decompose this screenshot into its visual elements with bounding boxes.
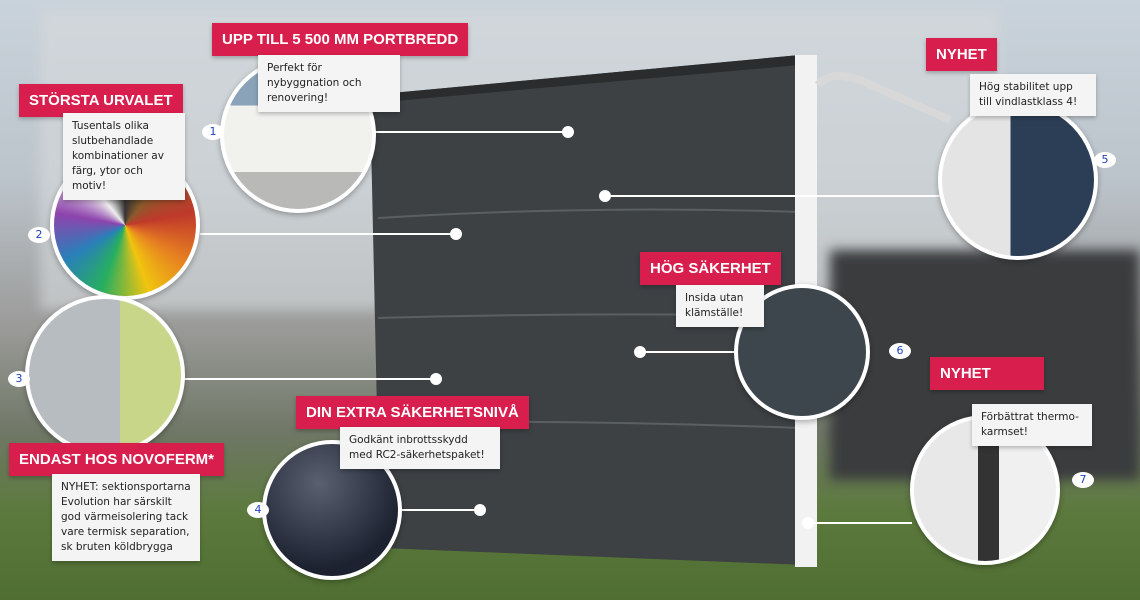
door-top-frame	[370, 55, 800, 103]
callout-text-6: Insida utan klämställe!	[676, 285, 764, 327]
callout-text-1: Perfekt för nybyggnation och renovering!	[258, 55, 400, 112]
callout-number-4: 4	[247, 502, 269, 518]
callout-number-5: 5	[1094, 152, 1116, 168]
panel-seam	[377, 208, 801, 219]
callout-text-4: Godkänt inbrottsskydd med RC2-säkerhetsp…	[340, 427, 500, 469]
callout-text-2: Tusentals olika slutbehandlade kombinati…	[63, 113, 185, 200]
callout-title-3: ENDAST HOS NOVOFERM*	[9, 443, 225, 476]
callout-text-3: NYHET: sektionsportarna Evolution har sä…	[52, 474, 200, 561]
callout-number-2: 2	[28, 227, 50, 243]
callout-title-1: UPP TILL 5 500 MM PORTBREDD	[212, 23, 469, 56]
callout-text-7: Förbättrat thermo-karmset!	[972, 404, 1092, 446]
connector-lines	[180, 126, 940, 529]
callout-title-7: NYHET	[930, 357, 1044, 390]
callout-title-5: NYHET	[926, 38, 997, 71]
callout-title-2: STÖRSTA URVALET	[19, 84, 183, 117]
photo-thermal-profile	[25, 295, 185, 455]
callout-number-7: 7	[1072, 472, 1094, 488]
callout-text-5: Hög stabilitet upp till vindlastklass 4!	[970, 74, 1096, 116]
callout-number-3: 3	[8, 371, 30, 387]
callout-title-4: DIN EXTRA SÄKERHETSNIVÅ	[296, 396, 529, 429]
door-track	[814, 72, 952, 124]
callout-title-6: HÖG SÄKERHET	[640, 252, 781, 285]
photo-wind-load	[938, 100, 1098, 260]
callout-number-1: 1	[202, 124, 224, 140]
callout-number-6: 6	[889, 343, 911, 359]
